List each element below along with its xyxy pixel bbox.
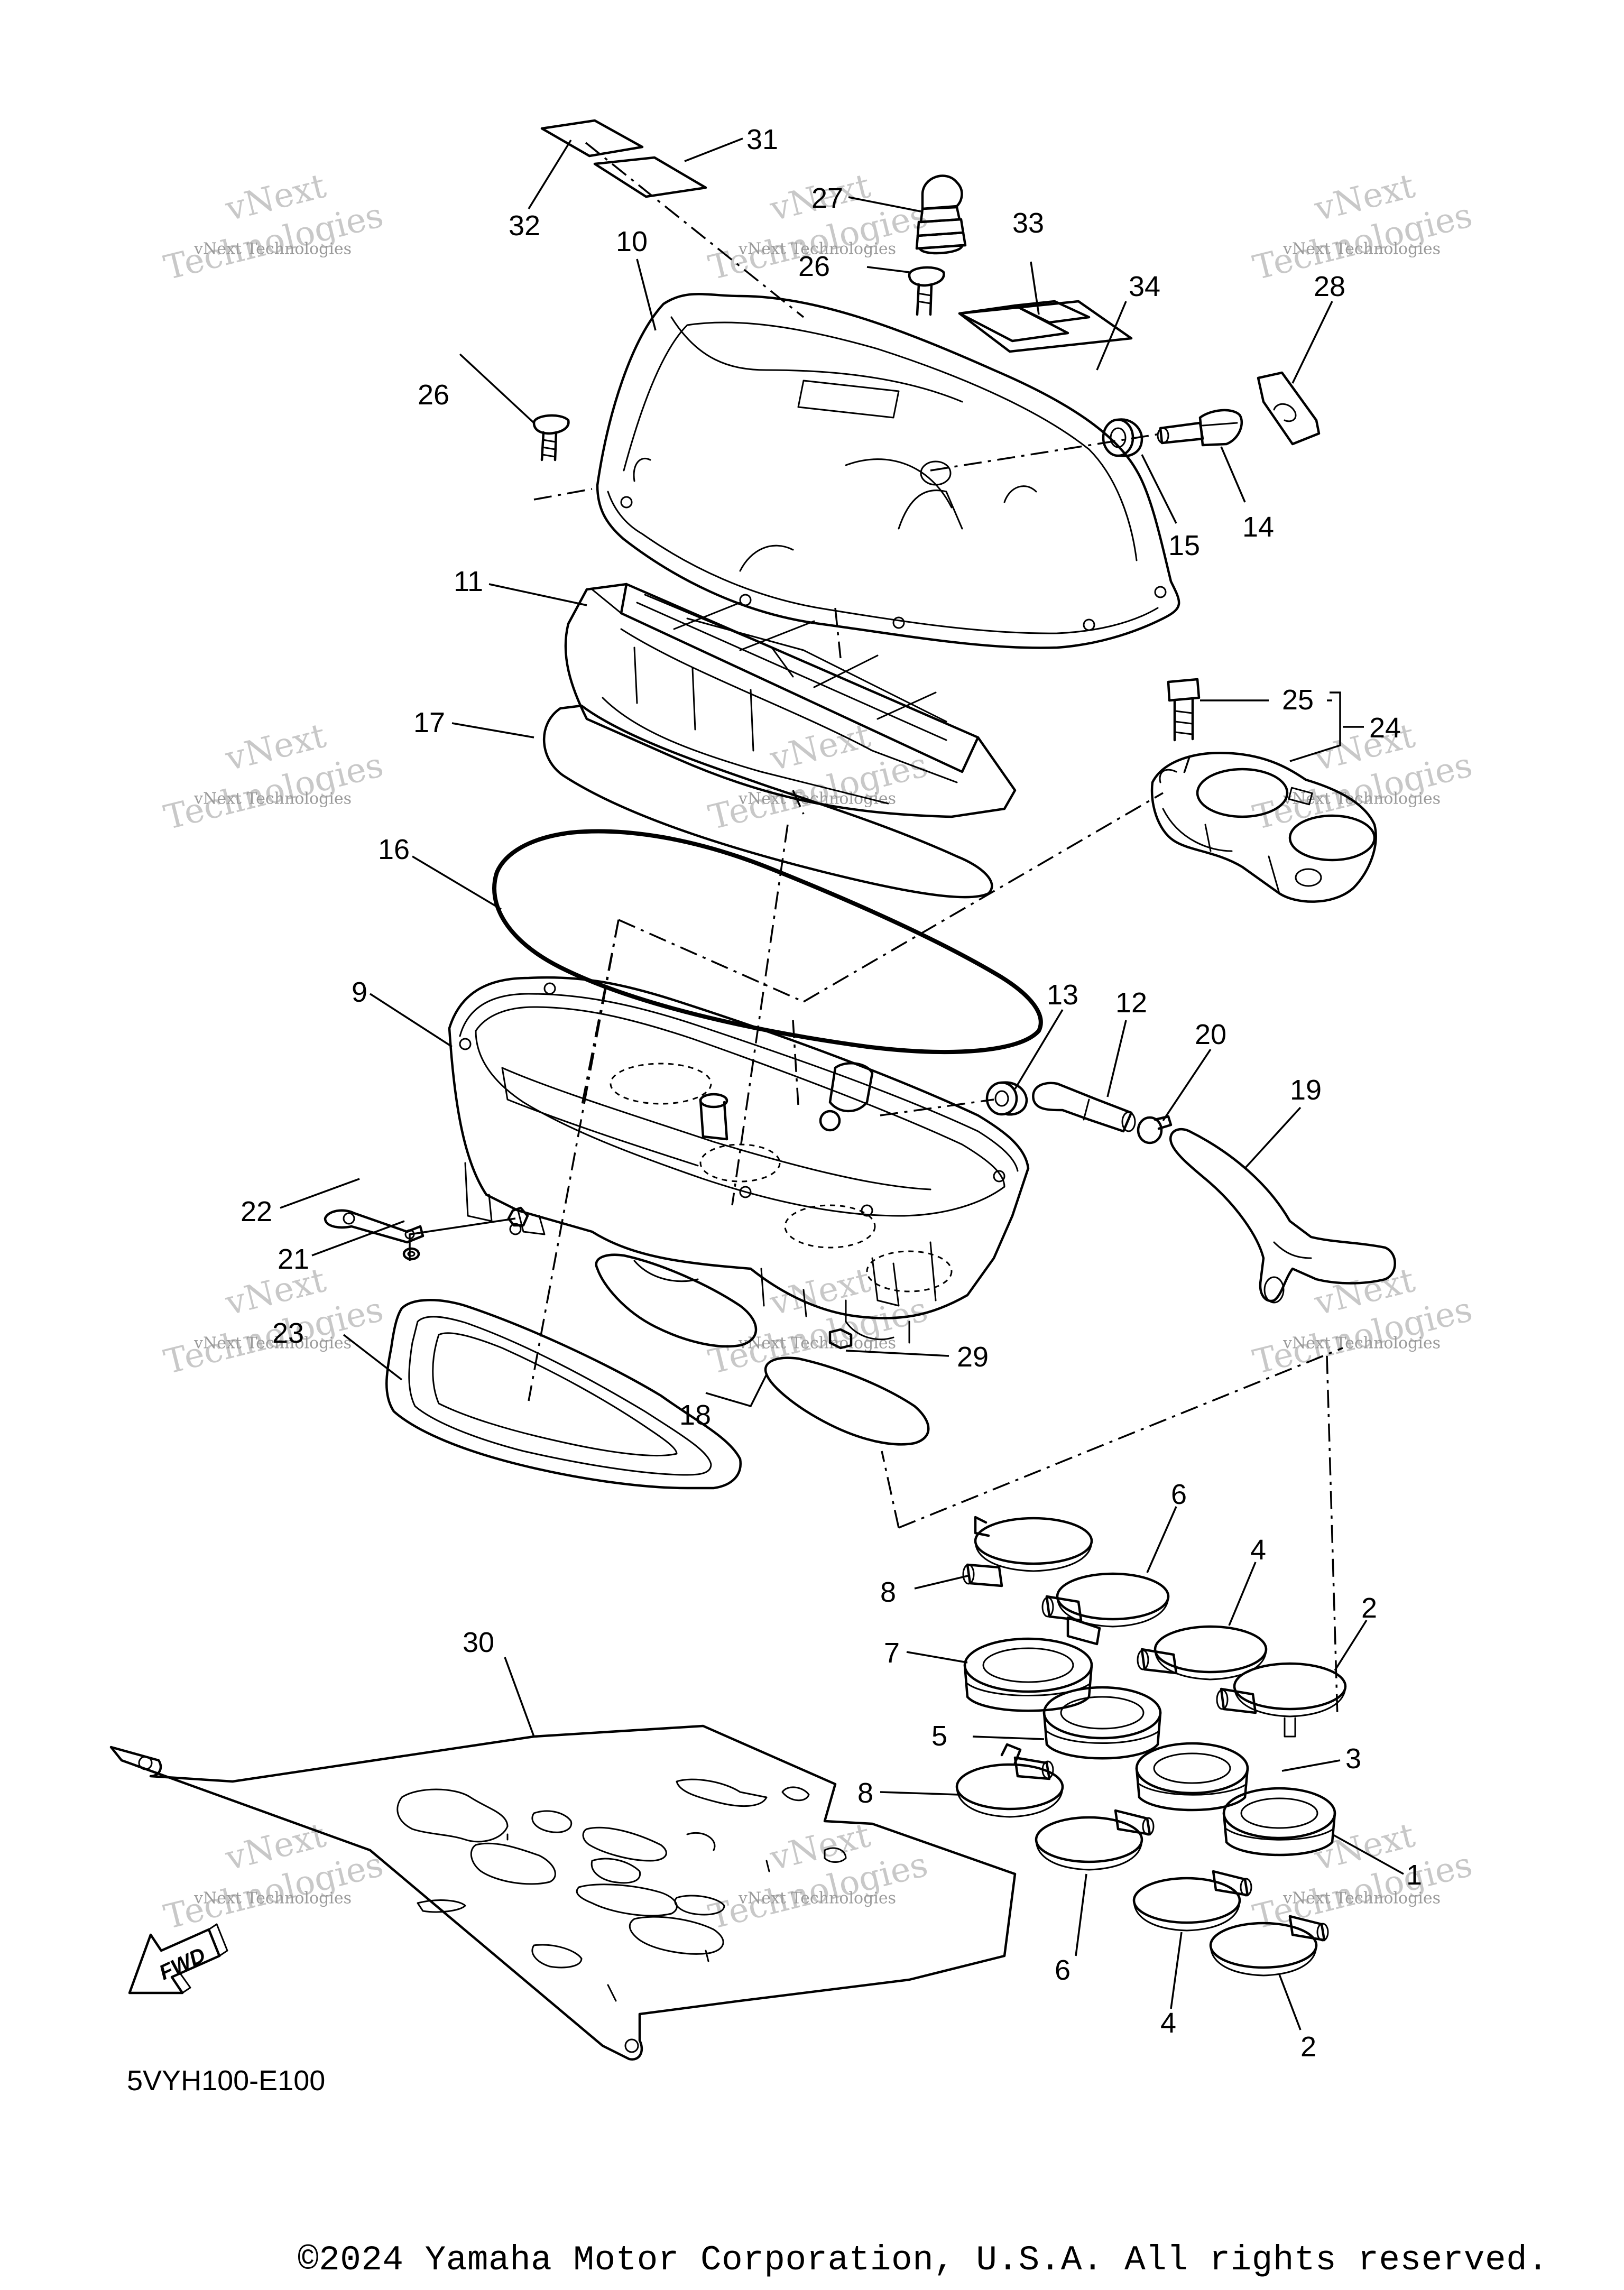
seal-heavy (492, 829, 1043, 1054)
svg-text:vNext Technologies: vNext Technologies (1282, 1889, 1441, 1908)
callout-16: 16 (378, 834, 410, 865)
callout-3: 3 (1345, 1743, 1361, 1775)
callout-19: 19 (1290, 1074, 1322, 1106)
callout-30: 30 (463, 1627, 494, 1658)
leader-lines (280, 137, 1404, 2030)
plate (109, 1724, 1017, 2061)
callout-29: 29 (957, 1341, 989, 1373)
callout-15: 15 (1168, 530, 1200, 561)
seal-loop (595, 1253, 758, 1348)
callout-28: 28 (1314, 271, 1345, 302)
callout-18: 18 (679, 1399, 711, 1431)
callout-11: 11 (454, 566, 483, 597)
air-filter-case (448, 976, 1030, 1344)
watermark: vNext Technologies vNext Technologies (705, 1816, 931, 1937)
callout-23: 23 (272, 1317, 304, 1349)
collar (402, 1247, 420, 1261)
svg-text:vNext Technologies: vNext Technologies (738, 240, 896, 258)
callout-17: 17 (413, 707, 445, 738)
callout-9: 9 (352, 976, 367, 1008)
callout-8: 8 (880, 1576, 896, 1608)
watermark: vNext Technologies vNext Technologies (160, 1261, 387, 1382)
watermark: vNext Technologies vNext Technologies (160, 716, 387, 838)
callout-13: 13 (1047, 979, 1078, 1011)
callout-7: 7 (884, 1637, 900, 1669)
air-filter-element (564, 583, 1017, 818)
intake-joints (963, 1637, 1336, 1857)
watermark: vNext Technologies vNext Technologies (1249, 167, 1476, 288)
joint (1157, 409, 1243, 447)
nut (507, 1206, 529, 1227)
callout-2b: 2 (1300, 2031, 1316, 2063)
svg-text:vNext Technologies: vNext Technologies (738, 1334, 896, 1353)
air-filter-case-cap (596, 293, 1180, 649)
callout-31: 31 (746, 124, 778, 155)
callout-20: 20 (1195, 1019, 1226, 1050)
callout-2: 2 (1361, 1592, 1377, 1624)
callout-14: 14 (1242, 511, 1274, 543)
hose-clamp-small (1137, 1115, 1173, 1144)
callout-21: 21 (278, 1243, 309, 1275)
seal-loop (764, 1356, 930, 1446)
label-sheets-right (958, 300, 1133, 353)
callout-5: 5 (931, 1720, 947, 1752)
breather-hose-short (1032, 1082, 1136, 1133)
bracket (324, 1209, 425, 1244)
callout-4: 4 (1250, 1534, 1266, 1566)
bolt (828, 1328, 853, 1350)
svg-text:vNext Technologies: vNext Technologies (193, 1889, 352, 1908)
watermark: vNext Technologies vNext Technologies (1249, 1816, 1476, 1937)
copyright-notice: ©2024 Yamaha Motor Corporation, U.S.A. A… (298, 2240, 1549, 2280)
svg-text:vNext Technologies: vNext Technologies (1282, 1334, 1441, 1353)
screw (532, 414, 570, 461)
callout-27: 27 (811, 182, 843, 214)
callout-24: 24 (1369, 712, 1401, 744)
callout-6: 6 (1171, 1479, 1187, 1510)
callout-33: 33 (1012, 207, 1044, 239)
watermark: vNext Technologies vNext Technologies (160, 167, 387, 288)
callout-25: 25 (1282, 684, 1314, 716)
svg-text:vNext Technologies: vNext Technologies (1282, 240, 1441, 258)
callout-6b: 6 (1055, 1954, 1071, 1986)
watermark: vNext Technologies vNext Technologies (160, 1816, 387, 1937)
callout-12: 12 (1115, 987, 1147, 1019)
bolt (1167, 678, 1201, 742)
callout-34: 34 (1129, 271, 1160, 302)
joint-bracket (1150, 752, 1377, 903)
svg-text:vNext Technologies: vNext Technologies (738, 1889, 896, 1908)
callout-32: 32 (509, 210, 540, 242)
intake-clamps-lower (955, 1743, 1329, 1977)
diagram-reference-code: 5VYH100-E100 (127, 2065, 326, 2097)
callout-10: 10 (616, 226, 648, 257)
svg-text:vNext Technologies: vNext Technologies (193, 240, 352, 258)
clip (1257, 371, 1321, 446)
grommet (985, 1081, 1028, 1116)
callouts: 31 32 27 33 10 26 34 28 26 15 14 11 25 2… (241, 124, 1422, 2063)
air-duct (385, 1299, 742, 1490)
breather-cap (915, 174, 967, 255)
callout-8b: 8 (857, 1777, 873, 1809)
intake-clamps-upper (962, 1516, 1347, 1738)
watermark: vNext Technologies vNext Technologies (705, 1261, 931, 1382)
callout-26: 26 (798, 251, 830, 282)
callout-4b: 4 (1160, 2007, 1176, 2039)
assembly-lines (528, 142, 1343, 1719)
breather-hose-long (1169, 1128, 1396, 1304)
callout-1: 1 (1406, 1859, 1422, 1891)
watermark: vNext Technologies vNext Technologies (705, 716, 931, 838)
screw (908, 266, 945, 316)
svg-text:vNext Technologies: vNext Technologies (193, 790, 352, 808)
callout-26b: 26 (418, 379, 449, 411)
callout-22: 22 (241, 1196, 272, 1227)
svg-text:vNext Technologies: vNext Technologies (193, 1334, 352, 1353)
label-sheets-top (540, 119, 707, 198)
